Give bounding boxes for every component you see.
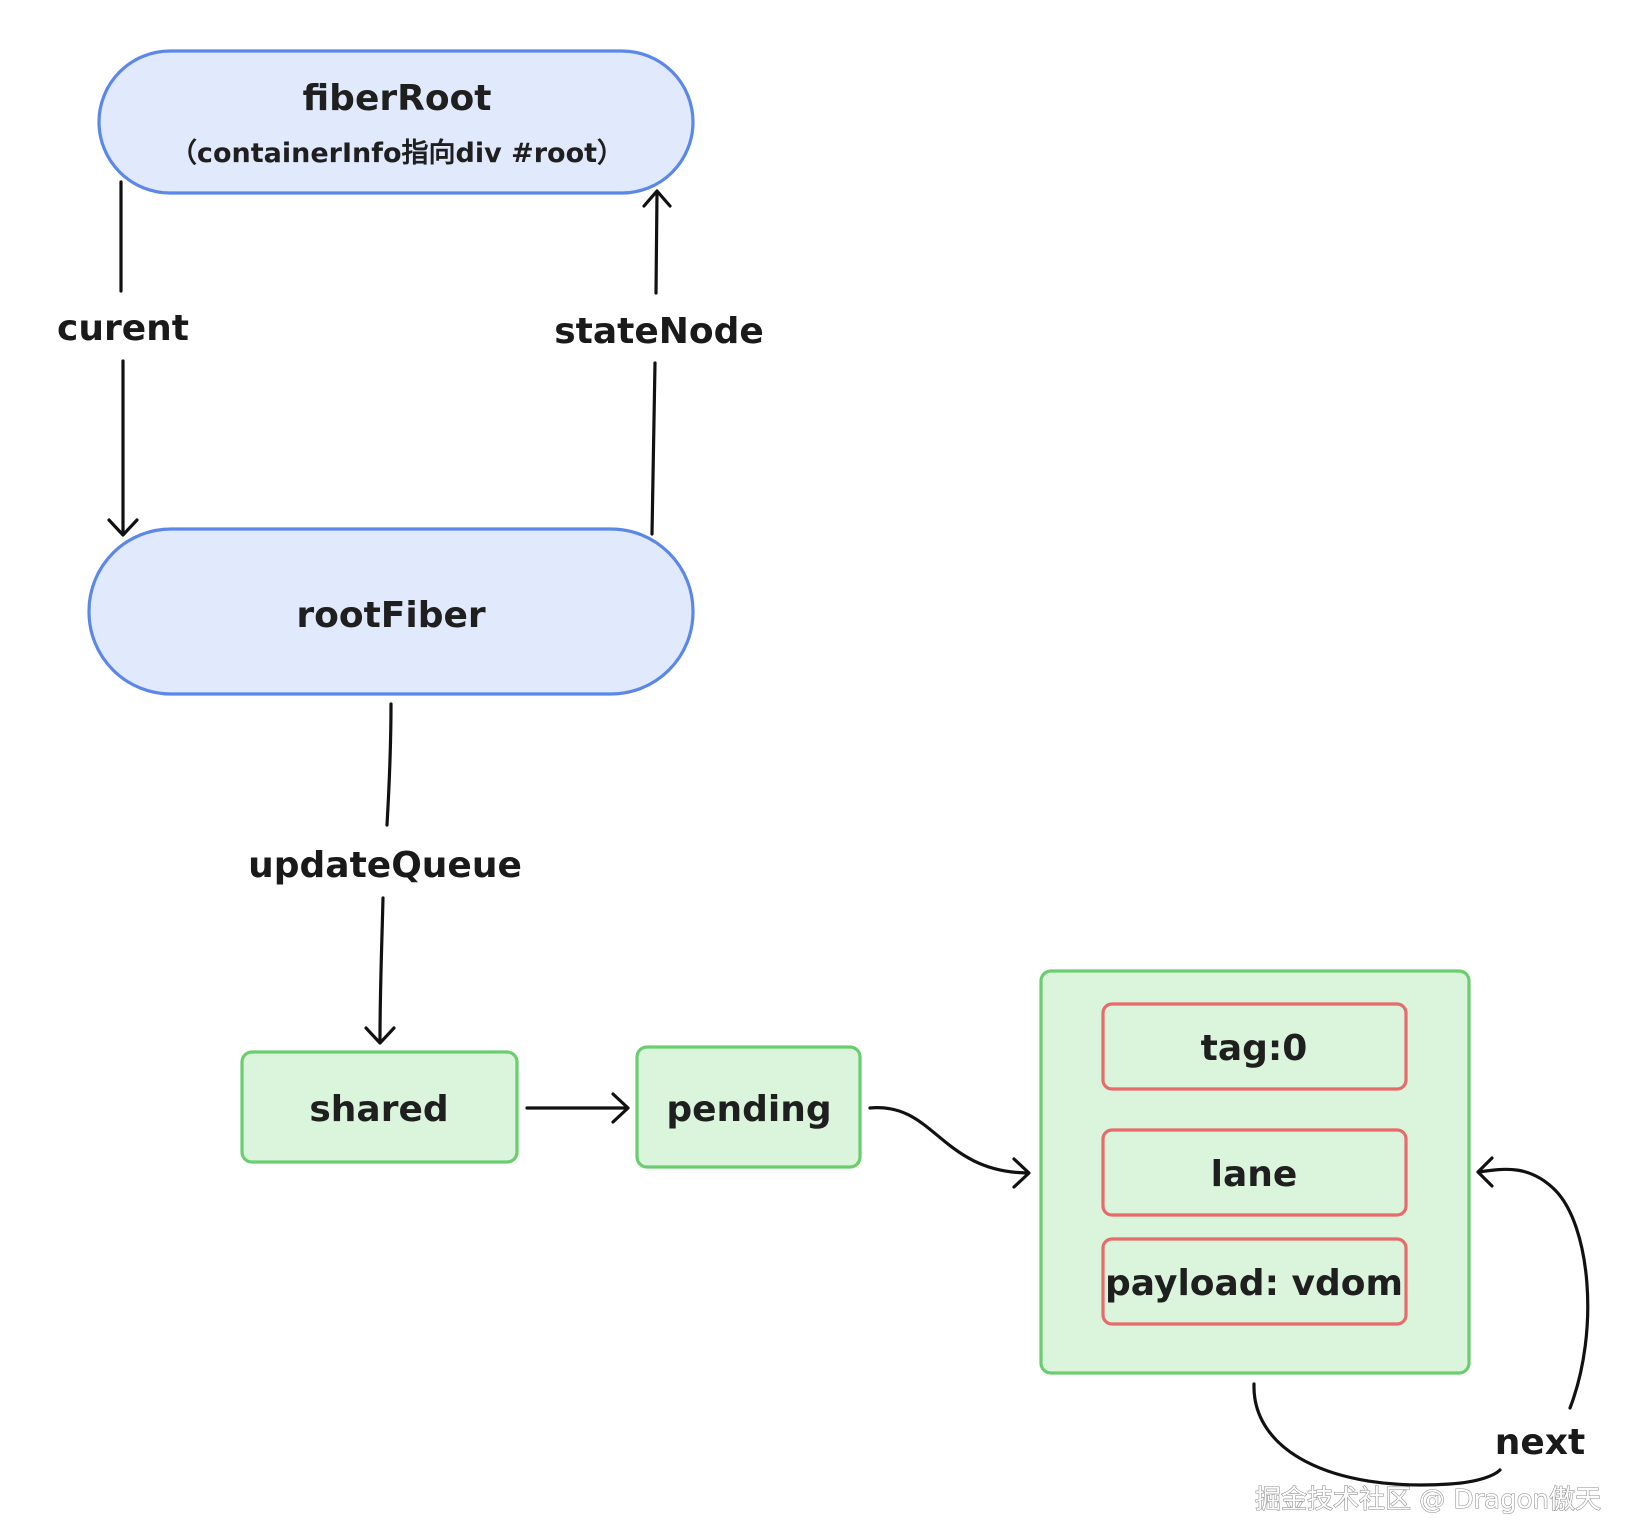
- edge-current: curent: [57, 180, 189, 537]
- pending-label: pending: [666, 1089, 831, 1130]
- edge-state-node-line-bottom: [650, 361, 657, 536]
- edge-next-label: next: [1495, 1422, 1585, 1463]
- update-field-lane-label: lane: [1211, 1154, 1298, 1195]
- edge-next-line-right: [1477, 1167, 1590, 1410]
- pending-node[interactable]: pending: [635, 1045, 862, 1169]
- update-field-payload-shape: [1101, 1237, 1408, 1326]
- shared-label: shared: [309, 1089, 448, 1130]
- fiber-root-shape: [97, 49, 695, 195]
- update-field-tag-label: tag:0: [1201, 1028, 1308, 1069]
- root-fiber-title: rootFiber: [296, 595, 486, 636]
- edge-update-queue-label: updateQueue: [248, 845, 522, 886]
- update-field-lane[interactable]: lane: [1101, 1128, 1408, 1217]
- pending-shape: [635, 1045, 862, 1169]
- fiber-root-node[interactable]: fiberRoot （containerInfo指向div #root）: [97, 49, 695, 195]
- update-field-tag[interactable]: tag:0: [1101, 1002, 1408, 1091]
- edge-next-line-bottom: [1252, 1382, 1502, 1487]
- root-fiber-node[interactable]: rootFiber: [87, 527, 695, 696]
- shared-node[interactable]: shared: [240, 1050, 519, 1164]
- edge-shared-to-pending: [525, 1092, 630, 1124]
- update-field-lane-shape: [1101, 1128, 1408, 1217]
- update-object-node[interactable]: tag:0 lane payload: vdom: [1039, 969, 1471, 1375]
- edge-current-arrowhead: [107, 518, 139, 537]
- edge-state-node-label: stateNode: [554, 311, 764, 352]
- update-field-payload-label: payload: vdom: [1105, 1263, 1403, 1304]
- watermark-text: 掘金技术社区 @ Dragon傲天: [1255, 1485, 1601, 1515]
- edge-update-queue-line-bottom: [378, 896, 385, 1041]
- edge-shared-to-pending-arrowhead: [611, 1092, 630, 1124]
- fiber-root-subtitle: （containerInfo指向div #root）: [170, 137, 624, 169]
- update-field-payload[interactable]: payload: vdom: [1101, 1237, 1408, 1326]
- update-field-tag-shape: [1101, 1002, 1408, 1091]
- shared-shape: [240, 1050, 519, 1164]
- edge-state-node: stateNode: [554, 189, 764, 536]
- edge-next: next: [1252, 1156, 1590, 1487]
- fiber-root-title: fiberRoot: [302, 78, 491, 119]
- edge-pending-to-update-arrowhead: [1012, 1157, 1031, 1189]
- edge-state-node-arrowhead: [642, 189, 672, 208]
- edge-next-arrowhead: [1476, 1156, 1494, 1188]
- edge-pending-to-update-line: [868, 1106, 1030, 1175]
- edge-update-queue: updateQueue: [248, 702, 522, 1045]
- edge-update-queue-line-top: [385, 702, 393, 827]
- edge-state-node-line-top: [654, 191, 659, 295]
- edge-update-queue-arrowhead: [364, 1026, 396, 1045]
- root-fiber-shape: [87, 527, 695, 696]
- edge-current-label: curent: [57, 308, 189, 349]
- edge-pending-to-update: [868, 1106, 1031, 1189]
